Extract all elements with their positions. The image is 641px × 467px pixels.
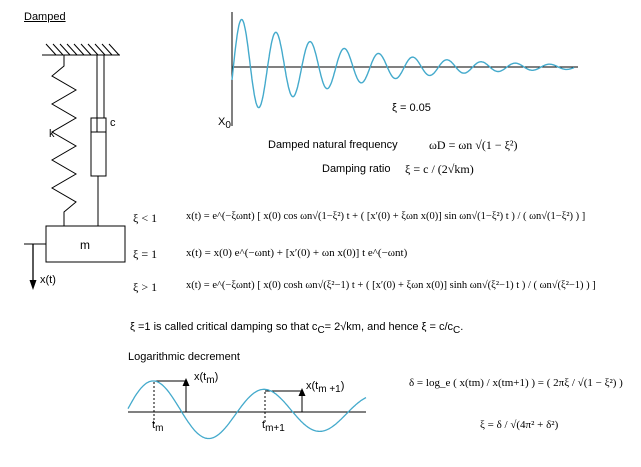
- case-solution: x(t) = e^(−ξωnt) [ x(0) cosh ωn√(ξ²−1) t…: [186, 280, 596, 291]
- case-solution: x(t) = e^(−ξωnt) [ x(0) cos ωn√(1−ξ²) t …: [186, 211, 586, 222]
- damping-ratio-formula: ξ = c / (2√km): [405, 162, 474, 176]
- diagram-title: Damped: [24, 11, 66, 23]
- damper-label: c: [110, 117, 116, 129]
- critical-damping-note: ξ =1 is called critical damping so that …: [130, 321, 464, 337]
- case-condition: ξ < 1: [133, 211, 158, 225]
- xi-from-delta-formula: ξ = δ / √(4π² + δ²): [480, 419, 559, 431]
- arrow-head: [29, 280, 37, 290]
- case-condition: ξ = 1: [133, 247, 158, 261]
- log-decrement-title: Logarithmic decrement: [128, 351, 240, 363]
- t2-label: tm+1: [262, 419, 285, 435]
- damper: [90, 55, 107, 226]
- natural-frequency-text: Damped natural frequency: [268, 139, 398, 151]
- ceiling-hatch: [45, 43, 120, 56]
- damping-value-label: ξ = 0.05: [392, 102, 431, 114]
- log-decrement-curve: [127, 380, 367, 440]
- spring: [51, 55, 77, 226]
- t1-label: tm: [152, 419, 164, 435]
- case-solution: x(t) = x(0) e^(−ωnt) + [x′(0) + ωn x(0)]…: [186, 247, 408, 259]
- spring-label: k: [49, 128, 55, 140]
- peak2-label: x(tm +1): [306, 380, 345, 396]
- displacement-label: x(t): [40, 274, 56, 286]
- natural-frequency-formula: ωD = ωn √(1 − ξ²): [429, 138, 518, 152]
- peak1-label: x(tm): [194, 371, 219, 387]
- mass-label: m: [80, 238, 90, 252]
- origin-label: X0: [218, 116, 231, 132]
- response-curve: [231, 18, 575, 109]
- mass-block: [45, 225, 126, 263]
- damping-ratio-text: Damping ratio: [322, 163, 391, 175]
- log-decrement-formula: δ = log_e ( x(tm) / x(tm+1) ) = ( 2πξ / …: [409, 377, 623, 389]
- case-condition: ξ > 1: [133, 280, 158, 294]
